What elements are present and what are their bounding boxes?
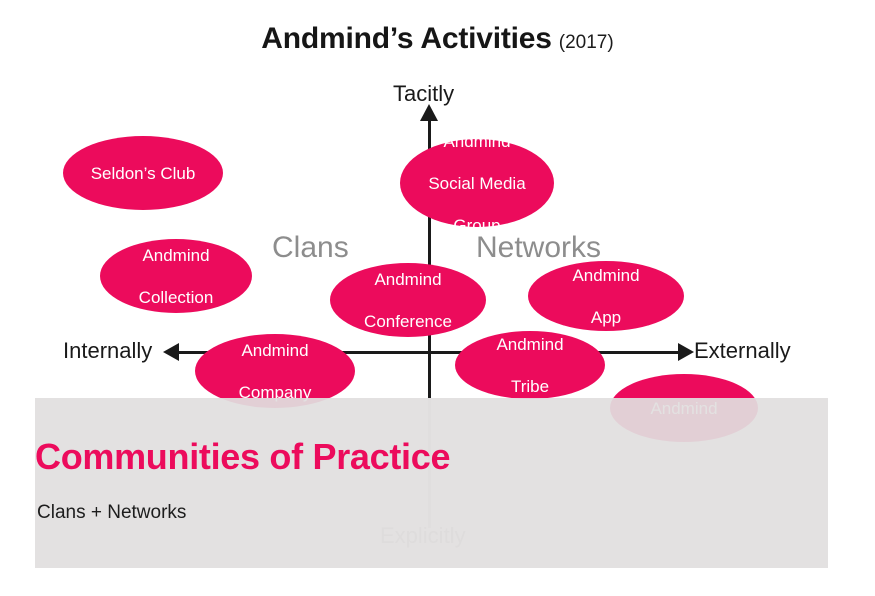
banner-subtitle: Clans + Networks xyxy=(37,502,187,523)
horizontal-axis-line xyxy=(172,351,680,354)
node-line: Seldon’s Club xyxy=(90,163,196,183)
quadrant-label-clans: Clans xyxy=(272,231,349,264)
node-line: Andmind xyxy=(496,334,564,354)
axis-label-internally: Internally xyxy=(63,338,153,363)
quadrant-label-networks: Networks xyxy=(476,231,602,264)
arrow-left-icon xyxy=(163,343,179,361)
communities-of-practice-band xyxy=(35,398,828,568)
axis-label-externally: Externally xyxy=(694,338,791,363)
node-andmind-app[interactable]: Andmind App xyxy=(528,261,684,331)
node-label: Andmind Tribe xyxy=(484,334,575,397)
node-line: Social Media xyxy=(428,173,526,193)
axis-label-tacitly: Tacitly xyxy=(393,81,455,106)
page-title: Andmind’s Activities (2017) xyxy=(0,22,875,56)
node-line: Company xyxy=(238,382,312,402)
node-label: Andmind Collection xyxy=(127,245,226,308)
node-seldons-club[interactable]: Seldon’s Club xyxy=(63,136,223,210)
node-line: Conference xyxy=(364,311,452,331)
node-andmind-conference[interactable]: Andmind Conference xyxy=(330,263,486,337)
node-line: Andmind xyxy=(443,131,511,151)
node-andmind-social-media-group[interactable]: Andmind Social Media Group xyxy=(400,132,554,235)
banner-title: Communities of Practice xyxy=(35,436,451,477)
node-andmind-company[interactable]: Andmind Company xyxy=(195,334,355,408)
title-main-text: Andmind’s Activities xyxy=(261,22,552,55)
node-line: Andmind xyxy=(374,269,442,289)
node-line: App xyxy=(590,307,622,327)
node-line: Group xyxy=(453,215,501,235)
node-line: Andmind xyxy=(142,245,210,265)
node-label: Andmind App xyxy=(560,265,651,328)
node-line: Collection xyxy=(138,287,214,307)
axis-label-explicitly: Explicitly xyxy=(380,523,466,548)
node-line: Andmind xyxy=(241,340,309,360)
node-andmind-collection[interactable]: Andmind Collection xyxy=(100,239,252,313)
node-label: Seldon’s Club xyxy=(79,163,208,184)
node-line: Tribe xyxy=(510,376,550,396)
node-label: Andmind Conference xyxy=(352,269,464,332)
title-year-text: (2017) xyxy=(558,32,614,53)
node-andmind-tribe[interactable]: Andmind Tribe xyxy=(455,331,605,399)
arrow-up-icon xyxy=(420,104,438,121)
node-line: Andmind xyxy=(572,265,640,285)
arrow-right-icon xyxy=(678,343,694,361)
node-label: Andmind Company xyxy=(227,340,324,403)
node-label: Andmind Social Media Group xyxy=(416,131,537,236)
vertical-axis-line xyxy=(428,118,431,398)
